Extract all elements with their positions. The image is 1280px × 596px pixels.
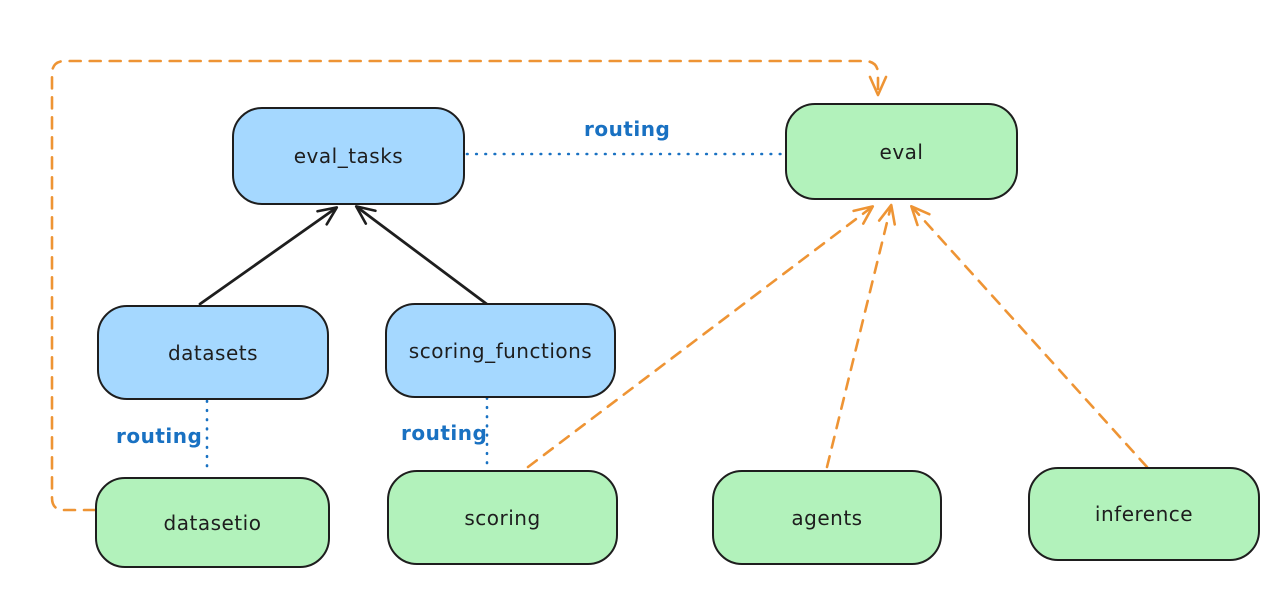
node-eval-label: eval <box>879 139 924 164</box>
edge-scoring-functions-to-eval-tasks <box>354 205 490 307</box>
node-datasets-label: datasets <box>167 340 259 365</box>
edge-agents-to-eval <box>825 203 897 469</box>
edge-label-routing-datasets-datasetio: routing <box>116 424 203 448</box>
edge-label-routing-eval-tasks-eval: routing <box>584 117 671 141</box>
node-eval-tasks: eval_tasks <box>232 107 465 205</box>
node-inference: inference <box>1028 467 1260 561</box>
node-scoring: scoring <box>387 470 618 565</box>
node-datasetio: datasetio <box>95 477 330 568</box>
node-agents-label: agents <box>791 505 863 530</box>
node-scoring-functions: scoring_functions <box>385 303 616 398</box>
node-scoring-functions-label: scoring_functions <box>408 338 593 363</box>
edge-label-routing-scoring-functions-scoring: routing <box>401 421 488 445</box>
edge-datasets-to-eval-tasks <box>198 206 339 306</box>
node-datasets: datasets <box>97 305 329 400</box>
node-datasetio-label: datasetio <box>163 510 262 535</box>
node-eval: eval <box>785 103 1018 200</box>
node-inference-label: inference <box>1094 502 1194 526</box>
edge-scoring-to-eval <box>526 205 875 469</box>
edge-inference-to-eval <box>910 204 1149 469</box>
node-scoring-label: scoring <box>464 505 541 530</box>
edge-datasetio-to-eval <box>50 59 888 512</box>
node-agents: agents <box>712 470 942 565</box>
node-eval-tasks-label: eval_tasks <box>293 144 404 168</box>
